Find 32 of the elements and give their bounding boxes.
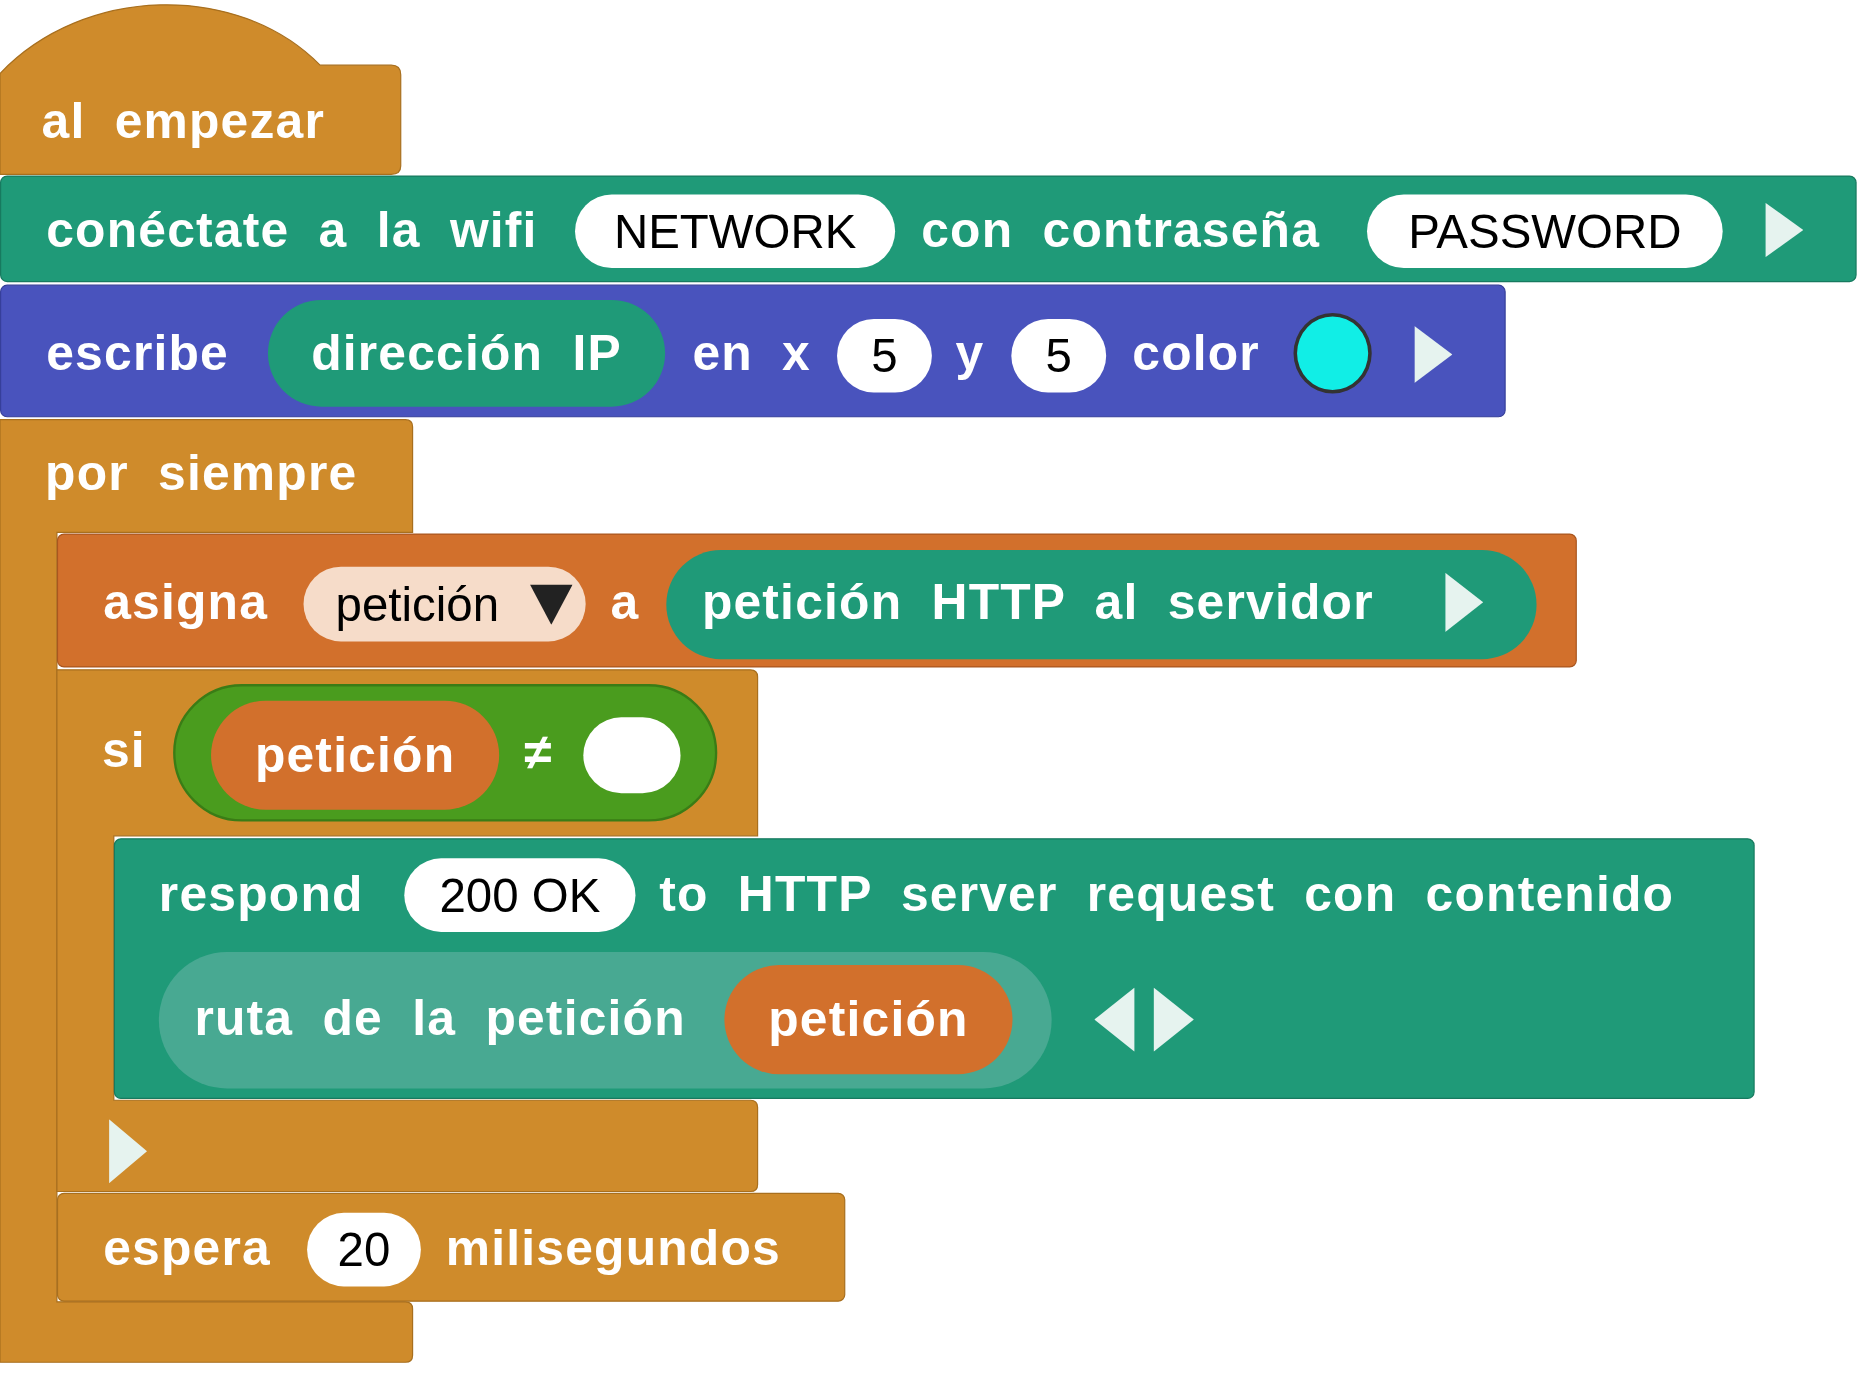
statement-block — [0, 175, 1857, 283]
block-label: a — [610, 577, 640, 628]
block-label: ≠ — [524, 727, 553, 778]
reporter-label: dirección IP — [311, 328, 622, 379]
statement-block — [56, 1192, 846, 1302]
block-label: petición HTTP al servidor — [701, 577, 1374, 628]
statement-block — [0, 284, 1506, 418]
block-label: con contraseña — [921, 205, 1321, 255]
block-label: conéctate a la wifi — [46, 205, 538, 255]
block-label: milisegundos — [445, 1223, 781, 1274]
block-label: respond — [158, 869, 364, 919]
statement-block — [113, 838, 1755, 1100]
input-value: PASSWORD — [1408, 207, 1682, 255]
input-value: 5 — [1045, 331, 1072, 380]
block-label: ruta de la petición — [194, 993, 686, 1044]
input-value: 20 — [337, 1225, 391, 1274]
input-value: 5 — [871, 331, 898, 380]
block-label: y — [955, 328, 985, 379]
input-value: 200 OK — [439, 871, 601, 919]
block-label: al empezar — [41, 96, 325, 146]
block-label: si — [101, 725, 146, 776]
block-label: asigna — [103, 577, 268, 628]
reporter-label: petición — [254, 730, 456, 781]
block-label: color — [1132, 328, 1260, 379]
block-label: escribe — [46, 328, 229, 379]
statement-block — [56, 533, 1577, 668]
input-value: NETWORK — [613, 207, 857, 255]
block-label: por siempre — [45, 448, 358, 498]
reporter-label: petición — [768, 994, 969, 1045]
block-label: espera — [103, 1223, 271, 1274]
block-label: en x — [692, 328, 811, 379]
block-label: to HTTP server request con contenido — [659, 869, 1675, 919]
